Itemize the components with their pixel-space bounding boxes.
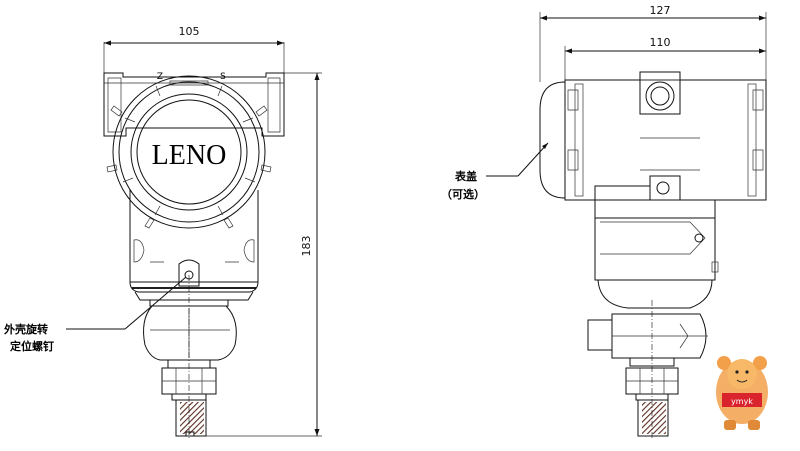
cover-label-line1: 表盖 [454, 169, 477, 183]
leno-logo-text: LENO [152, 140, 227, 171]
cover-label-line2: （可选） [441, 187, 485, 201]
side-body-taper [587, 279, 713, 359]
side-body-label: 110 [650, 36, 671, 49]
mascot-watermark: ymyk [716, 356, 768, 430]
mascot-sign-text: ymyk [731, 397, 753, 406]
front-fitting [175, 399, 207, 437]
front-neck [134, 291, 254, 361]
front-housing-body [129, 190, 259, 293]
side-view: 127 110 [441, 4, 767, 440]
cover-callout: 表盖 （可选） [441, 142, 549, 201]
side-fitting [637, 399, 669, 437]
cover-mark-s: S [220, 72, 226, 82]
screw-label-line2: 定位螺钉 [10, 339, 54, 353]
side-overall-dimension: 127 [539, 4, 767, 82]
cover-mark-z: Z [157, 72, 163, 82]
front-top-cover: Z S [103, 72, 285, 137]
screw-callout: 外壳旋转 定位螺钉 [3, 276, 187, 353]
front-height-dimension: 183 [200, 72, 322, 437]
side-body-dimension: 110 [564, 36, 766, 82]
front-width-dimension: 105 [103, 25, 285, 75]
front-width-label: 105 [179, 25, 200, 38]
side-conduit-port [639, 71, 681, 115]
screw-label-line1: 外壳旋转 [3, 322, 48, 336]
front-view: 105 183 Z S [3, 25, 322, 440]
front-round-cover: LENO [106, 75, 272, 229]
side-overall-label: 127 [650, 4, 671, 17]
front-height-label: 183 [300, 236, 313, 257]
optional-cover-outline [539, 81, 566, 199]
side-electronics-block [594, 175, 719, 281]
